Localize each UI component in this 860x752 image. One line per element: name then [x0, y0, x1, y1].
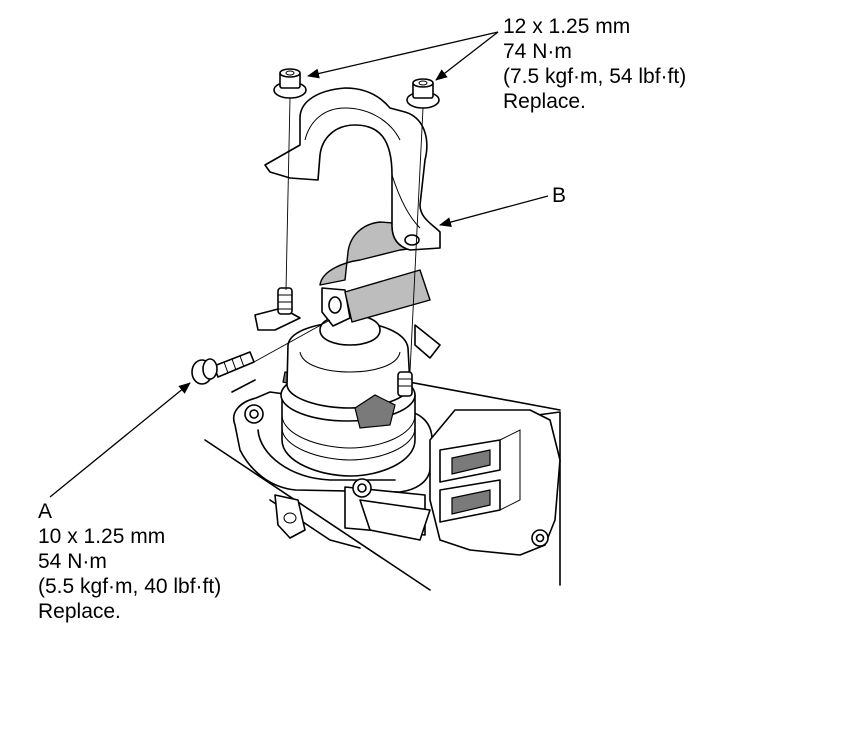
callout-b: B: [552, 183, 566, 208]
callout-top-nuts: 12 x 1.25 mm 74 N·m (7.5 kgf·m, 54 lbf·f…: [503, 14, 686, 114]
callout-a-torque-alt: (5.5 kgf·m, 40 lbf·ft): [38, 575, 222, 598]
callout-top-torque: 74 N·m: [503, 40, 572, 63]
callout-a-note: Replace.: [38, 600, 121, 623]
flange-nut-right: [406, 78, 440, 109]
callout-top-size: 12 x 1.25 mm: [503, 15, 631, 38]
callout-top-torque-alt: (7.5 kgf·m, 54 lbf·ft): [503, 65, 687, 88]
callout-top-note: Replace.: [503, 90, 586, 113]
callout-a-bolt: A 10 x 1.25 mm 54 N·m (5.5 kgf·m, 40 lbf…: [38, 499, 221, 624]
transmission-block: [429, 409, 561, 556]
leader-arrows: [49, 31, 549, 498]
callout-a-torque: 54 N·m: [38, 550, 107, 573]
mount-cylinder: [280, 314, 416, 477]
callout-a-size: 10 x 1.25 mm: [38, 525, 166, 548]
mount-studs: [277, 287, 413, 397]
callout-a-letter: A: [38, 500, 53, 523]
base-bolts: [244, 404, 549, 547]
flange-nut-left: [273, 68, 307, 99]
bolt-a: [191, 351, 255, 385]
upper-bracket-b: [264, 87, 441, 251]
callout-b-letter: B: [552, 184, 567, 207]
alignment-lines: [253, 97, 424, 373]
